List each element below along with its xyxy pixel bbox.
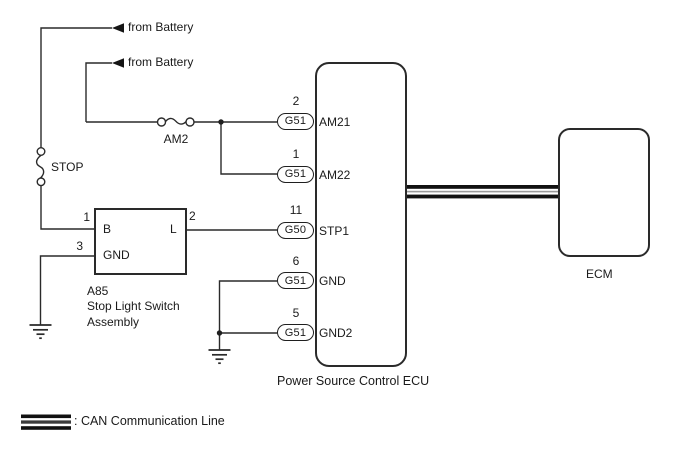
wire-gnd-to-ground: [39, 255, 94, 325]
pin-number: 6: [292, 253, 300, 268]
connector-code: G51: [284, 168, 307, 180]
connector-code: G51: [284, 274, 307, 287]
connector-oval: G51: [277, 272, 314, 289]
a85-name-line2: Assembly: [87, 314, 140, 329]
pin-number: 11: [289, 203, 303, 217]
wire-branch-am22: [220, 122, 277, 175]
a85-code: A85: [87, 284, 109, 298]
a85-pin-1-number: 1: [83, 210, 90, 224]
fuse-am2-label: AM2: [163, 132, 189, 146]
from-battery-label-1: from Battery: [128, 20, 194, 34]
can-legend-icon: [21, 414, 71, 430]
wire-battery-feed-2: [85, 62, 112, 122]
connector-oval: G51: [277, 324, 314, 341]
pin-name: AM21: [319, 114, 351, 129]
stop-switch-label: STOP: [51, 160, 84, 174]
a85-name-line1: Stop Light Switch: [87, 299, 180, 314]
ecu-caption: Power Source Control ECU: [277, 374, 430, 388]
can-communication-line: [407, 185, 558, 199]
pin-name: STP1: [319, 223, 350, 238]
connector-oval: G51: [277, 165, 314, 183]
pin-number: 1: [292, 147, 300, 161]
fuse-symbol: [156, 117, 195, 127]
pin-number: 2: [292, 94, 300, 108]
connector-code: G51: [284, 115, 307, 127]
junction-dot-2: [216, 330, 223, 336]
wire-switch-to-pin-b: [40, 185, 94, 230]
a85-pin-2-number: 2: [189, 209, 196, 223]
battery-arrow-icon-2: [112, 58, 124, 68]
junction-dot-1: [218, 119, 224, 125]
ecm-caption: ECM: [586, 267, 613, 281]
pin-name: AM22: [319, 167, 351, 182]
pin-l-label: L: [170, 222, 177, 236]
pin-gnd-label: GND: [103, 248, 130, 262]
wire-battery-feed-1: [40, 27, 112, 148]
ground-symbol-1: [29, 324, 52, 340]
wire-ecu-gnd-to-ground: [218, 280, 277, 350]
connector-oval: G51: [277, 112, 314, 130]
a85-pin-3-number: 3: [76, 239, 83, 253]
pin-number: 5: [292, 305, 300, 320]
connector-code: G51: [284, 326, 307, 339]
ecm-box: [558, 128, 650, 257]
connector-code: G50: [284, 224, 307, 236]
pin-name: GND2: [319, 326, 353, 340]
ground-symbol-2: [208, 349, 231, 365]
connector-oval: G50: [277, 221, 314, 239]
can-legend-text: : CAN Communication Line: [74, 414, 225, 428]
a85-caption: A85 Stop Light Switch Assembly: [87, 284, 180, 330]
pin-b-label: B: [103, 222, 112, 236]
power-source-control-ecu-box: [315, 62, 407, 367]
from-battery-label-2: from Battery: [128, 55, 194, 69]
stop-light-switch-box: B L GND: [94, 208, 187, 275]
pin-name: GND: [319, 274, 346, 288]
stop-switch-symbol: [35, 146, 46, 187]
battery-arrow-icon-1: [112, 23, 124, 33]
